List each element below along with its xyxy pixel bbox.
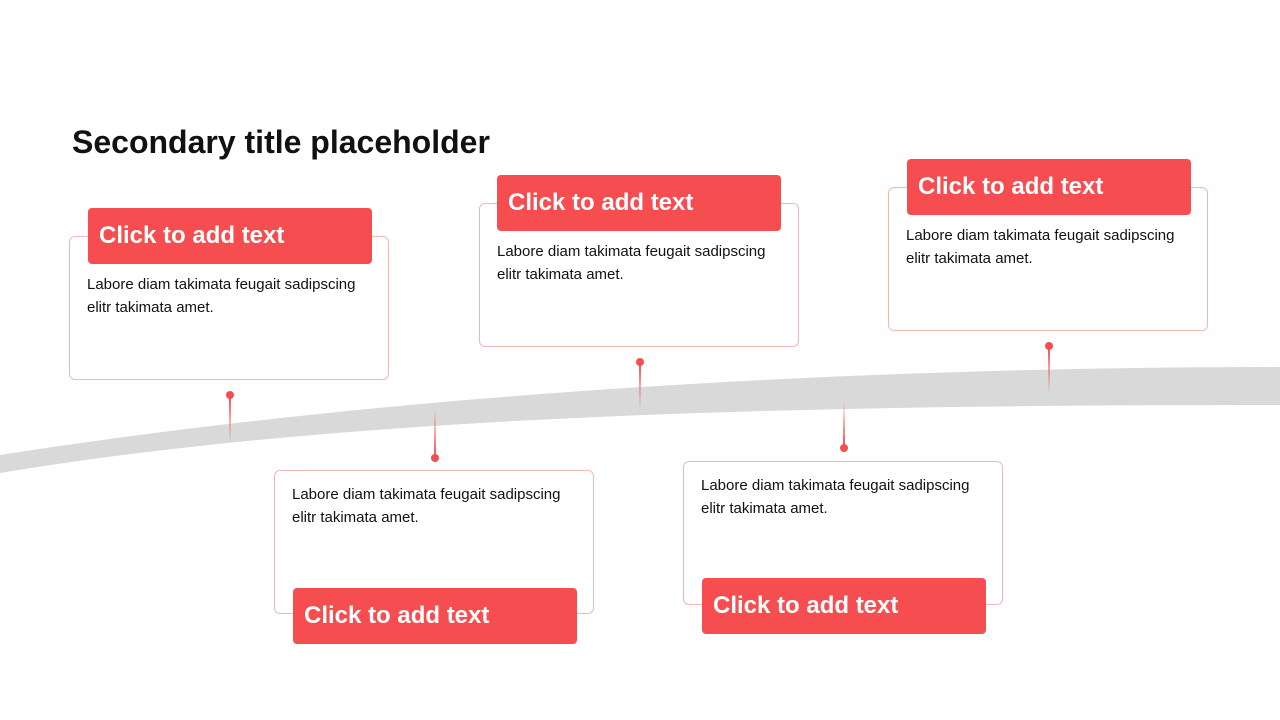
milestone-dot-1 [226, 391, 234, 399]
page-title[interactable]: Secondary title placeholder [72, 124, 490, 160]
milestone-dot-2 [431, 454, 439, 462]
milestone-heading-2[interactable]: Click to add text [293, 588, 577, 644]
milestone-stem-4 [843, 400, 845, 446]
milestone-stem-3 [639, 364, 641, 410]
milestone-dot-3 [636, 358, 644, 366]
milestone-body-3[interactable]: Labore diam takimata feugait sadipscing … [497, 243, 766, 283]
milestone-heading-5[interactable]: Click to add text [907, 159, 1191, 215]
milestone-body-4[interactable]: Labore diam takimata feugait sadipscing … [701, 477, 970, 517]
milestone-heading-1[interactable]: Click to add text [88, 208, 372, 264]
milestone-heading-3[interactable]: Click to add text [497, 175, 781, 231]
milestone-stem-1 [229, 397, 231, 443]
milestone-stem-5 [1048, 348, 1050, 394]
milestone-body-2[interactable]: Labore diam takimata feugait sadipscing … [292, 486, 561, 526]
milestone-dot-4 [840, 444, 848, 452]
milestone-stem-2 [434, 408, 436, 456]
milestone-body-5[interactable]: Labore diam takimata feugait sadipscing … [906, 227, 1175, 267]
milestone-heading-4[interactable]: Click to add text [702, 578, 986, 634]
timeline-curve [0, 367, 1280, 473]
milestone-body-1[interactable]: Labore diam takimata feugait sadipscing … [87, 276, 356, 316]
milestone-dot-5 [1045, 342, 1053, 350]
